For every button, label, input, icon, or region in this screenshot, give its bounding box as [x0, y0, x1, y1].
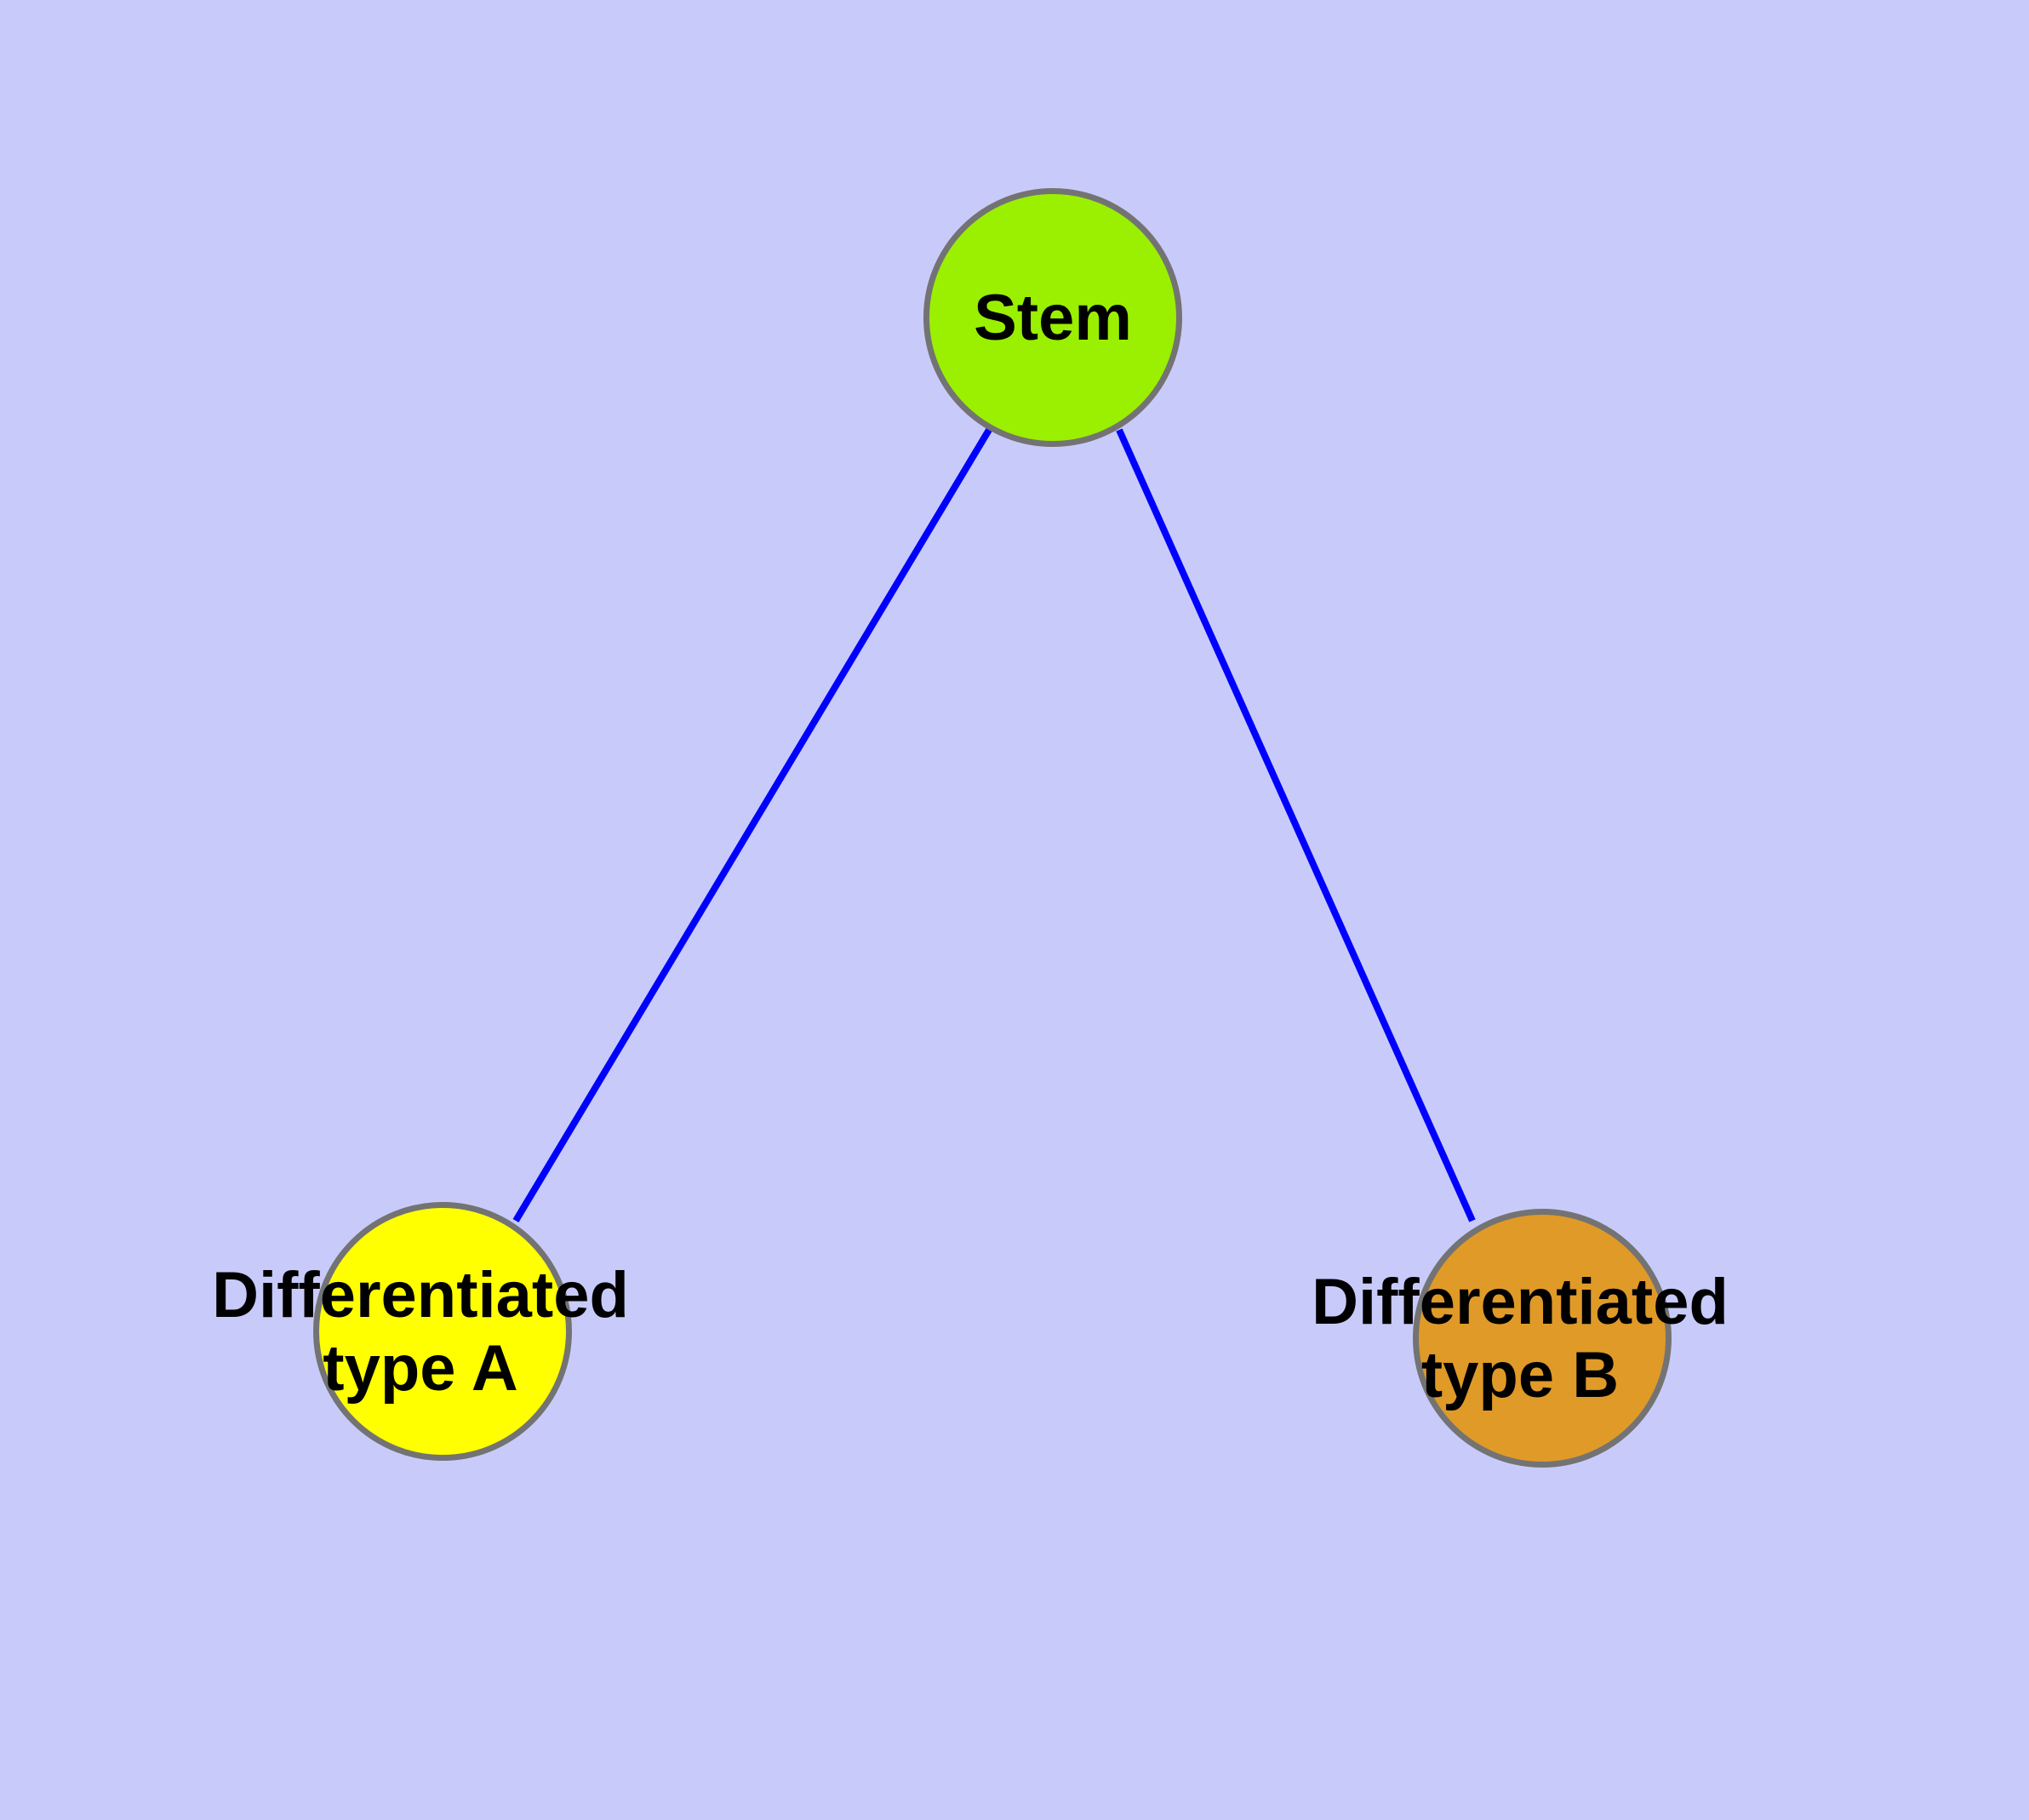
node-differentiated-type-b-circle[interactable]	[1413, 1209, 1672, 1468]
nodes-group	[313, 188, 1672, 1468]
node-stem[interactable]	[923, 188, 1182, 447]
node-differentiated-type-b[interactable]	[1413, 1209, 1672, 1468]
edge-stem-to-differentiated-type-b[interactable]	[1116, 428, 1476, 1222]
node-stem-label: Stem	[974, 282, 1132, 354]
node-differentiated-type-a-circle[interactable]	[313, 1202, 572, 1461]
node-stem-circle[interactable]	[923, 188, 1182, 447]
edge-stem-to-differentiated-type-a[interactable]	[512, 427, 992, 1223]
node-differentiated-type-a[interactable]	[313, 1202, 572, 1461]
edges-group	[512, 427, 1476, 1223]
